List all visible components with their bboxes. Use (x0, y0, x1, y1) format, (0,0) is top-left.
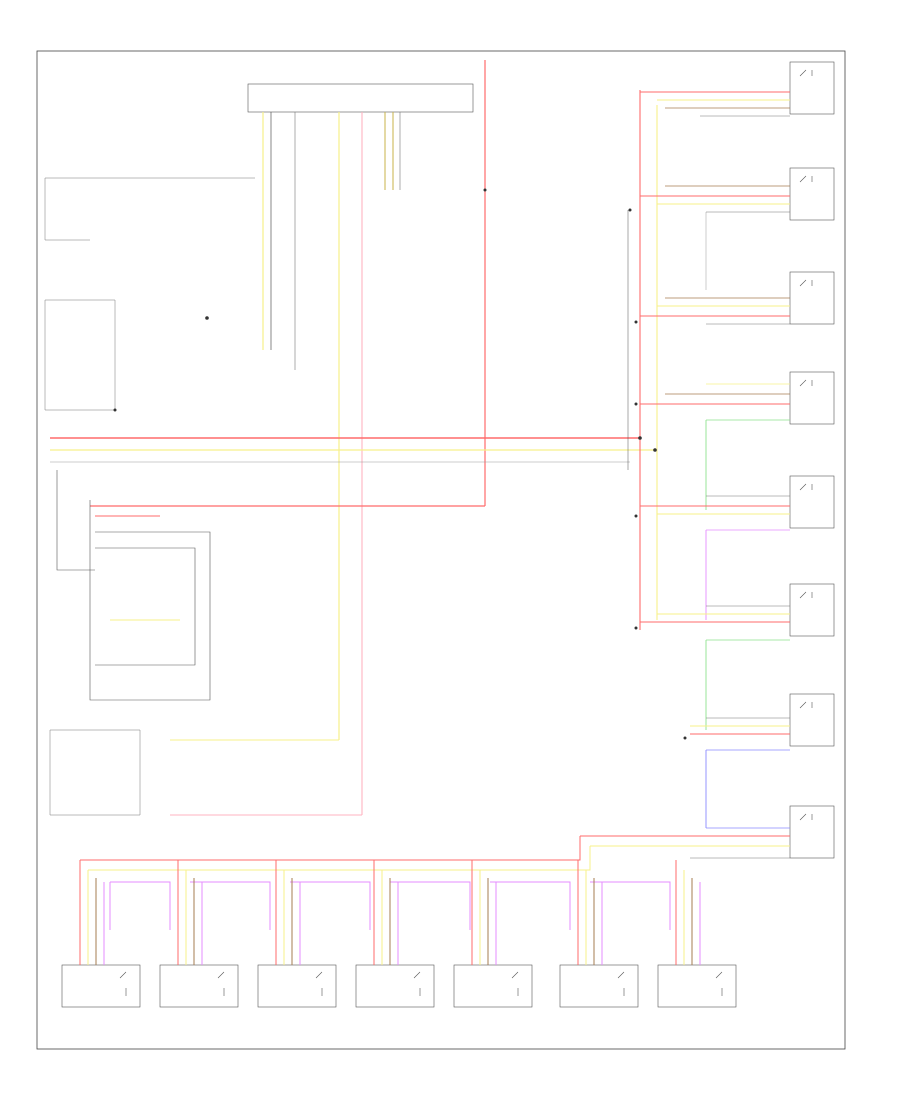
top-control-module (247, 83, 474, 113)
right-sensor-5 (640, 475, 835, 531)
left-loop-wire (95, 547, 196, 666)
bottom-red-feed (80, 836, 581, 861)
page-frame (36, 50, 846, 1050)
right-sensor-8 (580, 805, 835, 859)
bottom-sensors (61, 964, 737, 1008)
switch-icon (119, 69, 813, 996)
connector-icon (113, 188, 687, 740)
right-sensor-3 (640, 271, 835, 325)
left-middle-module (56, 470, 211, 701)
right-sensor-1 (640, 61, 835, 117)
bottom-sensor-feeds (79, 860, 701, 965)
right-sensor-6 (640, 583, 835, 641)
right-sensor-4 (640, 371, 835, 425)
lower-left-module (49, 729, 141, 816)
left-relay-module (44, 177, 255, 241)
right-sensor-7 (690, 693, 835, 751)
bottom-yellow-feed (88, 846, 591, 871)
left-switch-group (44, 299, 116, 411)
bottom-violet-bus (109, 881, 671, 930)
right-sensor-2 (640, 167, 835, 221)
